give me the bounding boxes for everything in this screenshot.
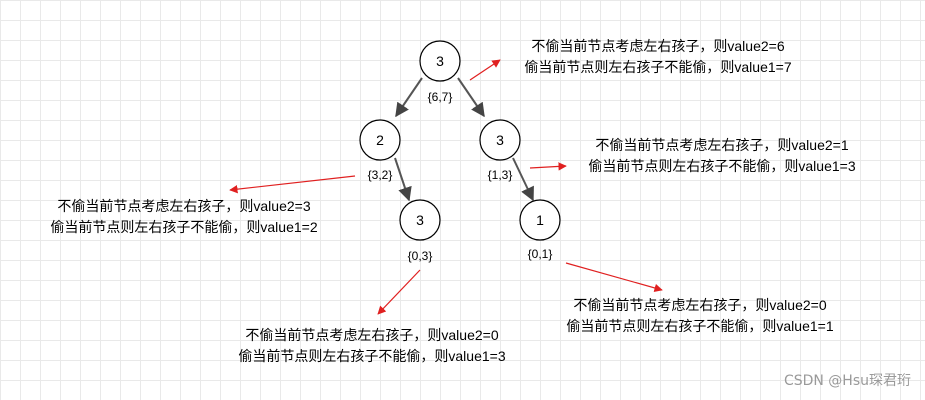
- node-value: 3: [436, 53, 444, 69]
- annotation-line2: 偷当前节点则左右孩子不能偷，则value1=7: [524, 59, 791, 75]
- tree-node-root: 3 {6,7}: [419, 40, 461, 104]
- node-value: 2: [376, 132, 384, 148]
- node-tuple: {3,2}: [368, 168, 393, 182]
- annotation-arrow-left: [229, 175, 356, 194]
- tree-node-left: 2 {3,2}: [359, 119, 401, 182]
- annotation-right: 不偷当前节点考虑左右孩子，则value2=1 偷当前节点则左右孩子不能偷，则va…: [588, 137, 855, 174]
- tree-node-right: 3 {1,3}: [479, 119, 521, 182]
- annotation-line1: 不偷当前节点考虑左右孩子，则value2=0: [245, 327, 498, 343]
- annotation-line2: 偷当前节点则左右孩子不能偷，则value1=3: [588, 158, 855, 174]
- annotation-line1: 不偷当前节点考虑左右孩子，则value2=1: [595, 137, 848, 153]
- node-value: 3: [416, 212, 424, 228]
- annotation-root: 不偷当前节点考虑左右孩子，则value2=6 偷当前节点则左右孩子不能偷，则va…: [524, 38, 791, 75]
- annotation-line1: 不偷当前节点考虑左右孩子，则value2=3: [57, 198, 310, 214]
- annotation-arrow-right: [529, 162, 567, 171]
- node-value: 1: [536, 212, 544, 228]
- annotation-right-leaf: 不偷当前节点考虑左右孩子，则value2=0 偷当前节点则左右孩子不能偷，则va…: [566, 297, 833, 334]
- node-tuple: {0,3}: [408, 249, 433, 263]
- tree-edge-right-child: [512, 157, 534, 202]
- tree-node-right-leaf: 1 {0,1}: [519, 199, 561, 261]
- annotation-line1: 不偷当前节点考虑左右孩子，则value2=0: [573, 297, 826, 313]
- node-value: 3: [496, 132, 504, 148]
- watermark: CSDN @Hsu琛君珩: [783, 373, 911, 389]
- tree-edge-left-child: [394, 157, 412, 202]
- annotation-line1: 不偷当前节点考虑左右孩子，则value2=6: [531, 38, 784, 54]
- annotation-arrow-root: [469, 59, 501, 81]
- tree-node-left-leaf: 3 {0,3}: [399, 199, 441, 263]
- node-tuple: {0,1}: [528, 247, 553, 261]
- annotation-line2: 偷当前节点则左右孩子不能偷，则value1=3: [238, 348, 505, 364]
- annotation-line2: 偷当前节点则左右孩子不能偷，则value1=2: [50, 219, 317, 235]
- annotation-left: 不偷当前节点考虑左右孩子，则value2=3 偷当前节点则左右孩子不能偷，则va…: [50, 198, 317, 235]
- annotation-arrow-right-leaf: [565, 262, 663, 292]
- node-tuple: {6,7}: [428, 90, 453, 104]
- tree-edge-root-right: [457, 77, 485, 118]
- tree-edge-root-left: [395, 77, 423, 118]
- node-tuple: {1,3}: [488, 168, 513, 182]
- annotation-arrow-left-leaf: [377, 269, 421, 315]
- annotation-left-leaf: 不偷当前节点考虑左右孩子，则value2=0 偷当前节点则左右孩子不能偷，则va…: [238, 327, 505, 364]
- annotation-line2: 偷当前节点则左右孩子不能偷，则value1=1: [566, 318, 833, 334]
